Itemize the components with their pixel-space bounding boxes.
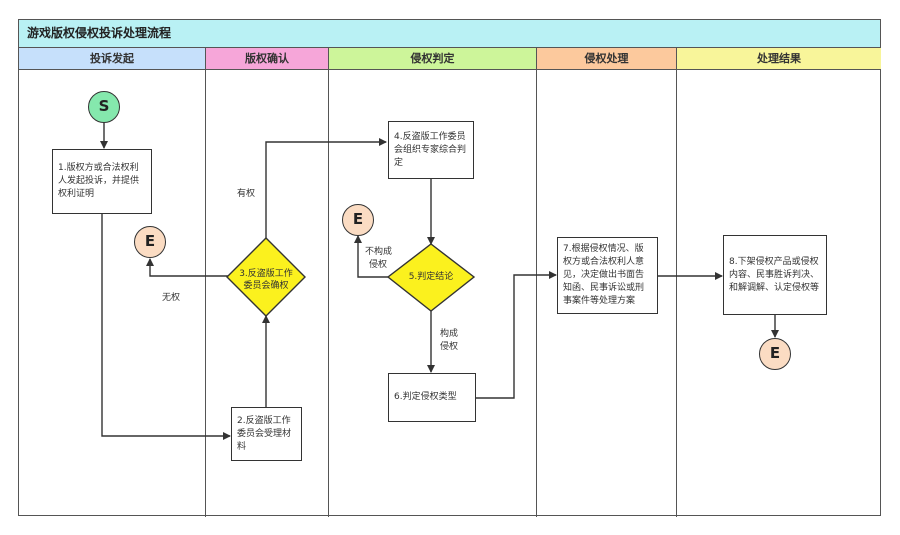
edge-step3-to-step4-has-right [265,138,387,238]
step6-box: 6.判定侵权类型 [388,373,476,422]
start-node: S [88,91,120,123]
diagram-title: 游戏版权侵权投诉处理流程 [19,20,880,48]
lane-header-infringe-judge: 侵权判定 [329,48,537,70]
step2-text: 2.反盗版工作委员会受理材料 [237,415,292,452]
lane-header-label: 侵权处理 [584,52,629,65]
lane-header-label: 侵权判定 [410,52,455,65]
step8-box: 8.下架侵权产品或侵权内容、民事胜诉判决、和解调解、认定侵权等 [723,235,827,315]
step7-box: 7.根据侵权情况、版权方或合法权利人意见，决定做出书面告知函、民事诉讼或刑事案件… [557,237,658,314]
step8-text: 8.下架侵权产品或侵权内容、民事胜诉判决、和解调解、认定侵权等 [729,256,820,293]
step7-text: 7.根据侵权情况、版权方或合法权利人意见，决定做出书面告知函、民事诉讼或刑事案件… [563,244,645,306]
end-node-not-infringe: E [342,204,374,236]
step4-text: 4.反盗版工作委员会组织专家综合判定 [394,131,467,168]
lane-header-label: 处理结果 [757,52,801,65]
lane-divider [536,70,537,517]
step2-box: 2.反盗版工作委员会受理材料 [231,407,302,461]
step3-text: 3.反盗版工作委员会确权 [239,269,293,291]
edge-step3-to-end-no-right [146,258,228,277]
end-node-result: E [759,338,791,370]
edge-step5-to-end-not-infringe [354,235,392,278]
edge-step6-to-step7 [476,271,557,399]
edge-step1-to-step2 [101,214,231,440]
edge-label-infringe-1: 构成 [440,329,459,339]
lane-header-rights-confirm: 版权确认 [206,48,329,70]
edge-label-has-right: 有权 [237,189,256,199]
step5-text: 5.判定结论 [408,272,454,282]
edge-label-infringe-2: 侵权 [440,342,459,352]
end-node-no-right: E [134,226,166,258]
lane-header-label: 投诉发起 [90,52,134,65]
decision-diamond-judgement [386,243,476,312]
lane-header-label: 版权确认 [245,52,289,65]
step4-box: 4.反盗版工作委员会组织专家综合判定 [388,121,474,179]
edge-label-no-right: 无权 [162,293,181,303]
lane-header-result: 处理结果 [677,48,881,70]
step1-text: 1.版权方或合法权利人发起投诉，并提供权利证明 [58,163,140,199]
step6-text: 6.判定侵权类型 [394,392,457,402]
lane-divider [328,70,329,517]
step1-box: 1.版权方或合法权利人发起投诉，并提供权利证明 [52,149,152,214]
edge-label-not-infringe-2: 侵权 [369,260,388,270]
lane-header-complaint: 投诉发起 [19,48,206,70]
decision-diamond-rights-confirm [226,237,306,317]
edge-label-not-infringe-1: 不构成 [365,247,393,257]
lane-divider [676,70,677,517]
lane-divider [205,70,206,517]
lane-header-infringe-handle: 侵权处理 [537,48,677,70]
